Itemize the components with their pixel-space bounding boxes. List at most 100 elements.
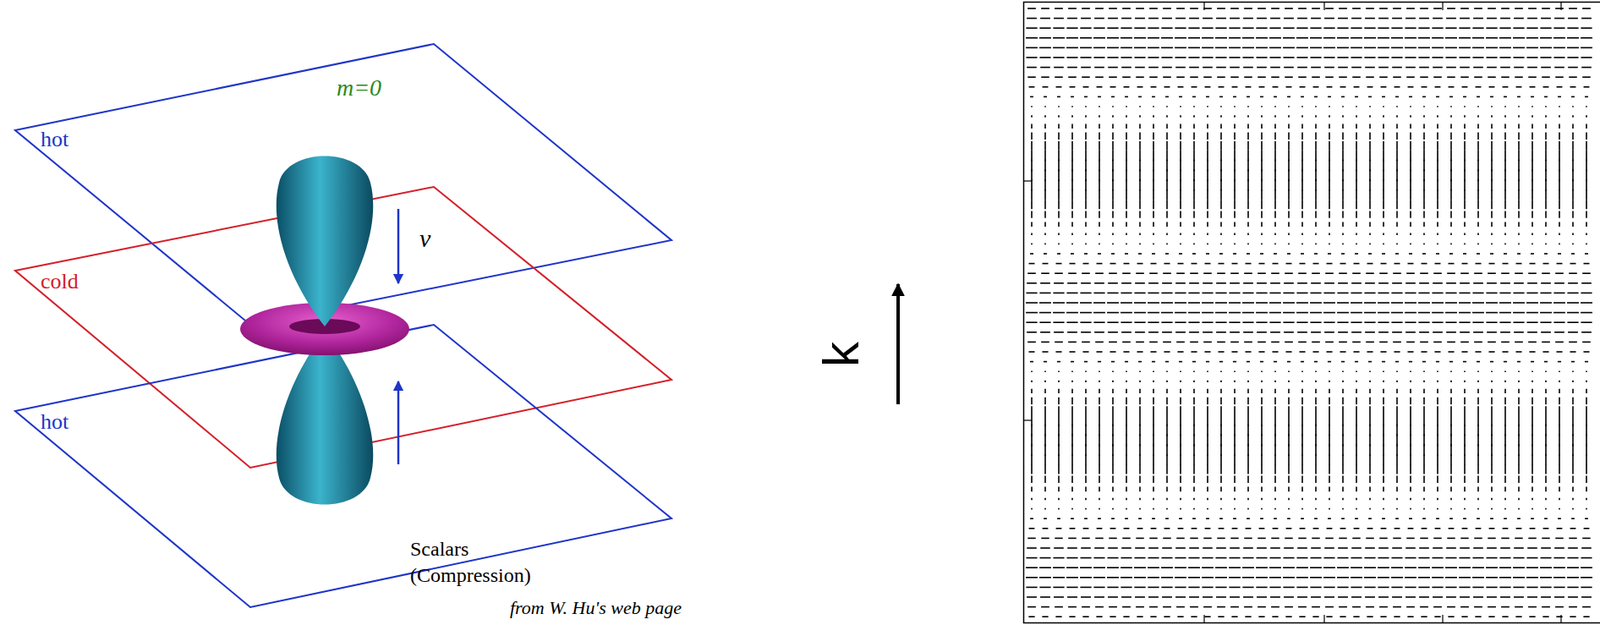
polarization-stroke: [1567, 301, 1579, 304]
polarization-stroke: [1274, 221, 1277, 227]
polarization-stroke: [1458, 312, 1471, 314]
polarization-stroke: [1147, 312, 1160, 314]
polarization-stroke: [1381, 361, 1386, 363]
polarization-stroke: [1504, 370, 1507, 373]
polarization-stroke: [1572, 105, 1574, 108]
polarization-stroke: [1323, 301, 1336, 304]
polarization-stroke: [1459, 66, 1470, 69]
polarization-stroke: [1364, 56, 1376, 59]
polarization-stroke: [1567, 27, 1579, 29]
polarization-stroke: [1084, 96, 1088, 99]
polarization-stroke: [1112, 105, 1114, 108]
polarization-stroke: [1463, 415, 1466, 426]
polarization-stroke: [1027, 272, 1036, 274]
polarization-stroke: [1342, 243, 1344, 246]
polarization-stroke: [1436, 405, 1439, 416]
polarization-stroke: [1504, 105, 1507, 108]
polarization-stroke: [1436, 189, 1439, 200]
polarization-stroke: [1485, 27, 1497, 29]
polarization-stroke: [1309, 312, 1322, 314]
polarization-stroke: [1287, 443, 1290, 456]
polarization-stroke: [1380, 86, 1387, 88]
polarization-stroke: [1301, 123, 1304, 129]
polarization-stroke: [1120, 301, 1133, 304]
polarization-stroke: [1369, 405, 1371, 416]
polarization-stroke: [1431, 292, 1443, 295]
polarization-stroke: [1581, 282, 1592, 285]
polarization-stroke: [1364, 321, 1376, 324]
polarization-stroke: [1499, 312, 1512, 314]
polarization-stroke: [1242, 47, 1255, 50]
polarization-stroke: [1445, 301, 1458, 304]
polarization-stroke: [1382, 200, 1385, 210]
polarization-stroke: [1473, 7, 1483, 10]
polarization-stroke: [1580, 47, 1593, 50]
polarization-stroke: [1378, 17, 1389, 20]
polarization-stroke: [1149, 76, 1158, 78]
polarization-stroke: [1328, 233, 1331, 236]
polarization-stroke: [1149, 272, 1158, 274]
polarization-stroke: [1436, 200, 1439, 210]
polarization-stroke: [1134, 56, 1146, 59]
polarization-stroke: [1436, 141, 1439, 151]
polarization-stroke: [1112, 189, 1114, 200]
polarization-stroke: [1539, 321, 1551, 324]
polarization-stroke: [1539, 312, 1552, 314]
polarization-stroke: [1585, 105, 1588, 108]
polarization-stroke: [1134, 331, 1146, 334]
polarization-stroke: [1392, 7, 1402, 10]
polarization-stroke: [1580, 292, 1592, 295]
polarization-stroke: [1245, 86, 1252, 88]
polarization-stroke: [1450, 221, 1453, 227]
polarization-stroke: [1125, 397, 1128, 405]
polarization-stroke: [1098, 179, 1101, 192]
polarization-stroke: [1409, 405, 1412, 416]
polarization-stroke: [1220, 200, 1222, 210]
polarization-stroke: [1472, 321, 1484, 324]
polarization-stroke: [1202, 331, 1213, 334]
polarization-stroke: [1066, 292, 1078, 295]
polarization-stroke: [1396, 233, 1398, 236]
polarization-stroke: [1175, 331, 1186, 334]
polarization-stroke: [1571, 96, 1575, 99]
polarization-stroke: [1514, 341, 1524, 344]
polarization-stroke: [1501, 7, 1510, 10]
polarization-stroke: [1243, 282, 1254, 285]
polarization-stroke: [1148, 66, 1159, 69]
polarization-stroke: [1232, 96, 1237, 99]
polarization-stroke: [1315, 443, 1317, 456]
polarization-stroke: [1419, 17, 1430, 20]
polarization-stroke: [1259, 263, 1266, 265]
polarization-stroke: [1450, 370, 1453, 373]
polarization-stroke: [1342, 405, 1344, 416]
polarization-stroke: [1539, 47, 1552, 50]
polarization-stroke: [1338, 7, 1348, 10]
polarization-stroke: [1572, 141, 1574, 151]
polarization-stroke: [1315, 115, 1317, 118]
polarization-stroke: [1449, 361, 1453, 363]
polarization-stroke: [1517, 150, 1520, 162]
polarization-stroke: [1229, 66, 1240, 69]
polarization-stroke: [1554, 66, 1565, 69]
polarization-stroke: [1084, 200, 1087, 210]
polarization-stroke: [1071, 233, 1074, 236]
polarization-stroke: [1219, 96, 1223, 99]
polarization-stroke: [1044, 221, 1047, 227]
polarization-stroke: [1030, 405, 1033, 416]
polarization-stroke: [1405, 66, 1416, 69]
polarization-stroke: [1323, 37, 1336, 39]
polarization-stroke: [1287, 123, 1290, 129]
polarization-stroke: [1352, 7, 1361, 10]
polarization-stroke: [1436, 415, 1439, 426]
polarization-stroke: [1567, 56, 1579, 59]
polarization-stroke: [1057, 415, 1060, 426]
polarization-stroke: [1391, 321, 1403, 324]
polarization-stroke: [1504, 221, 1507, 227]
polarization-stroke: [1041, 272, 1050, 274]
polarization-stroke: [1423, 405, 1425, 416]
polarization-stroke: [1244, 350, 1251, 353]
polarization-stroke: [1404, 312, 1417, 314]
polarization-stroke: [1545, 200, 1547, 210]
polarization-stroke: [1203, 272, 1212, 274]
polarization-stroke: [1555, 341, 1564, 344]
